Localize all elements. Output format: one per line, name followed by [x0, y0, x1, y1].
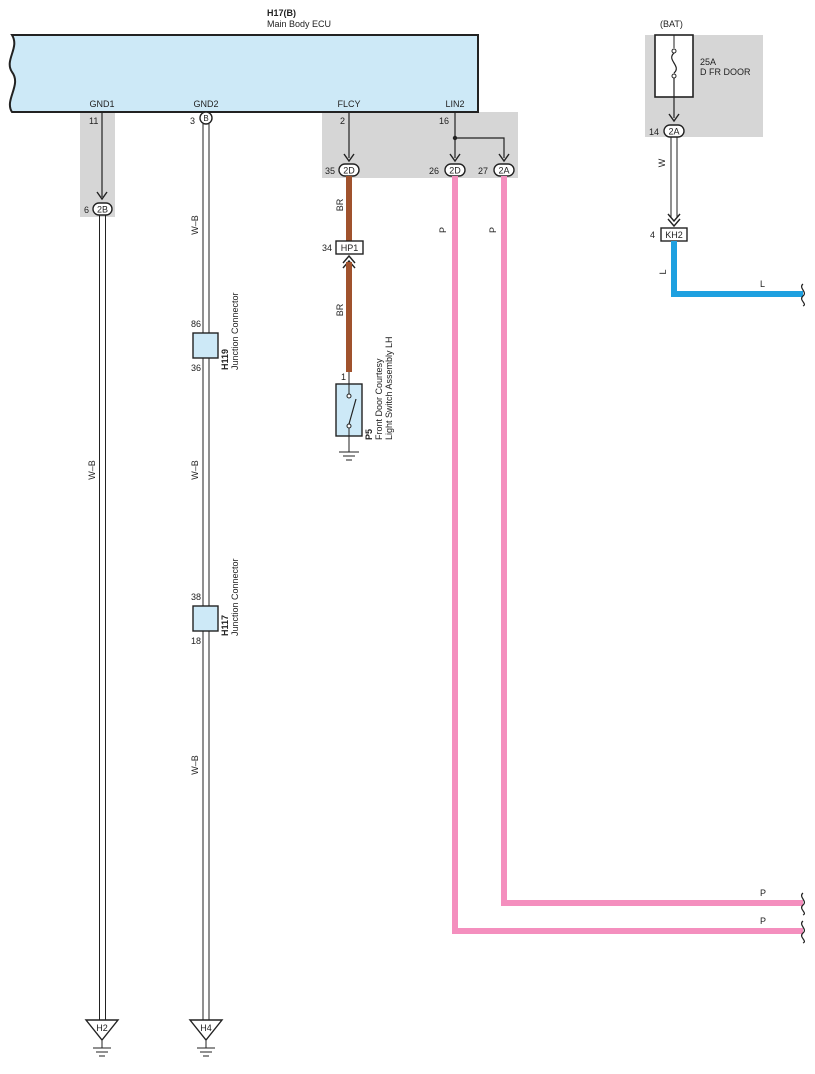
arrow-lin2-b	[498, 153, 510, 163]
wire-label-gnd2-2: W–B	[190, 460, 200, 480]
connector-2a-27: 2A	[493, 163, 515, 177]
junction-h119-code: H119	[220, 349, 230, 370]
connector-hp1	[335, 240, 364, 255]
connector-2b-num: 6	[84, 205, 89, 215]
connector-kh2-id: KH2	[665, 230, 683, 240]
ground-h2: H2	[84, 1019, 120, 1057]
wire-l	[671, 241, 803, 297]
svg-text:2B: 2B	[97, 205, 108, 215]
junction-h117-code: H117	[220, 615, 230, 636]
wire-lin2-branch	[455, 137, 505, 158]
wire-p-26	[452, 176, 803, 934]
wire-label-l-v: L	[658, 269, 668, 274]
ground-h4: H4	[188, 1019, 224, 1057]
junction-h117-name: Junction Connector	[230, 558, 240, 636]
break-p-26	[800, 920, 806, 944]
pin-num-gnd1: 11	[89, 116, 98, 126]
wire-label-w: W	[657, 158, 667, 167]
wire-label-l-h: L	[760, 279, 765, 289]
arrow-fuse	[668, 113, 680, 123]
shade-gnd1	[80, 112, 115, 217]
fuse-rating: 25A	[700, 57, 716, 67]
pin-label-gnd2: GND2	[193, 99, 218, 109]
wire-label-p-27: P	[488, 227, 498, 233]
arrow-hp1-b	[342, 259, 356, 269]
break-p-27	[800, 892, 806, 916]
switch-name-1: Front Door Courtesy	[374, 358, 384, 440]
pin-num-lin2: 16	[439, 116, 449, 126]
connector-2d-35: 2D	[338, 163, 360, 177]
pin-label-flcy: FLCY	[337, 99, 360, 109]
break-l	[800, 283, 806, 307]
wire-p-27	[501, 176, 803, 906]
fuse-terminal-top	[671, 48, 677, 54]
connector-2a-14: 2A	[663, 124, 685, 138]
connector-2a-14-num: 14	[649, 127, 659, 137]
pin-label-gnd1: GND1	[89, 99, 114, 109]
arrow-lin2-a	[449, 153, 461, 163]
wire-label-br-1: BR	[335, 198, 345, 211]
arrow-hp1-a	[342, 254, 356, 264]
arrow-gnd1	[96, 191, 108, 201]
wire-label-gnd2-1: W–B	[190, 215, 200, 235]
arrow-kh2-b	[667, 218, 681, 228]
wire-label-p-26: P	[438, 227, 448, 233]
switch-contact-bottom	[346, 423, 352, 429]
junction-h119-pin-top: 86	[191, 319, 201, 329]
pin-num-flcy: 2	[340, 116, 345, 126]
switch-contact-top	[346, 393, 352, 399]
connector-hp1-id: HP1	[341, 243, 359, 253]
svg-text:2A: 2A	[498, 166, 509, 176]
pin-num-gnd2: 3	[190, 116, 195, 126]
connector-b: B	[199, 111, 213, 125]
junction-h117-pin-top: 38	[191, 592, 201, 602]
wire-label-p-26-h: P	[760, 916, 766, 926]
connector-2a-27-num: 27	[478, 166, 488, 176]
ecu-code: H17(B)	[267, 8, 296, 18]
arrow-flcy	[343, 153, 355, 163]
junction-h119-name: Junction Connector	[230, 292, 240, 370]
switch-code: P5	[364, 429, 374, 440]
svg-text:2D: 2D	[343, 166, 355, 176]
pin-label-lin2: LIN2	[445, 99, 464, 109]
connector-hp1-num: 34	[322, 243, 332, 253]
junction-h117	[192, 605, 219, 632]
wire-label-p-27-h: P	[760, 888, 766, 898]
fuse-element-icon	[671, 52, 677, 74]
fuse-name: D FR DOOR	[700, 67, 751, 77]
fuse-source: (BAT)	[660, 19, 683, 29]
wire-label-gnd1: W–B	[87, 460, 97, 480]
wire-label-br-2: BR	[335, 303, 345, 316]
ecu-body	[8, 34, 479, 113]
connector-2d-26-num: 26	[429, 166, 439, 176]
switch-blade	[348, 398, 357, 425]
connector-2d-35-num: 35	[325, 166, 335, 176]
switch-pin: 1	[341, 372, 346, 382]
connector-2d-26: 2D	[444, 163, 466, 177]
junction-h117-pin-bottom: 18	[191, 636, 201, 646]
junction-h119-pin-bottom: 36	[191, 363, 201, 373]
arrow-kh2-a	[667, 213, 681, 223]
connector-kh2-num: 4	[650, 230, 655, 240]
fuse-terminal-bottom	[671, 73, 677, 79]
ground-switch-icon	[339, 451, 359, 461]
switch-name-2: Light Switch Assembly LH	[384, 336, 394, 440]
junction-h119	[192, 332, 219, 359]
svg-text:H2: H2	[96, 1023, 108, 1033]
svg-text:B: B	[203, 114, 208, 123]
ecu-name: Main Body ECU	[267, 19, 331, 29]
svg-text:2A: 2A	[668, 127, 679, 137]
svg-text:H4: H4	[200, 1023, 212, 1033]
svg-text:2D: 2D	[449, 166, 461, 176]
wire-label-gnd2-3: W–B	[190, 755, 200, 775]
connector-2b: 2B	[92, 202, 113, 216]
